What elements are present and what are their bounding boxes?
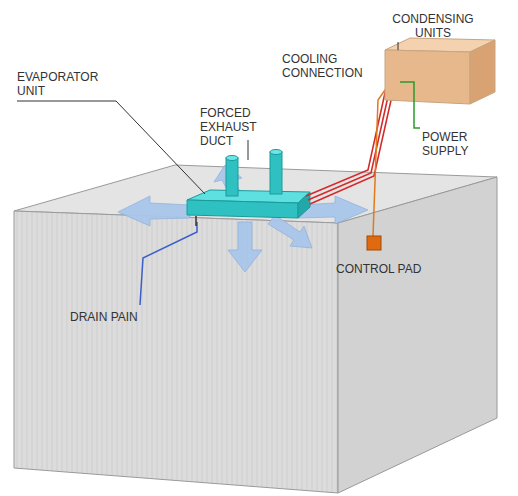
evaporator-front [187, 200, 298, 218]
drain-line [140, 222, 197, 305]
control-pad-box [367, 236, 381, 250]
title-condensing: CONDENSING UNITS [388, 12, 478, 40]
condenser-side [470, 40, 495, 104]
room-side [338, 177, 497, 493]
drain-stub [195, 216, 197, 226]
label-exhaust: FORCED EXHAUST DUCT [200, 106, 290, 148]
condenser-front [385, 50, 470, 104]
label-drain: DRAIN PAIN [70, 310, 170, 324]
label-cooling: COOLING CONNECTION [282, 52, 372, 80]
power-line [400, 82, 420, 128]
room-front [14, 211, 338, 493]
exhaust-pipes [226, 150, 282, 197]
airflow-arrows [118, 165, 368, 272]
leader-lines [17, 42, 398, 194]
label-power: POWER SUPPLY [422, 130, 514, 158]
label-control: CONTROL PAD [336, 262, 426, 276]
control-wire [373, 80, 392, 236]
label-evaporator: EVAPORATOR UNIT [17, 70, 107, 98]
